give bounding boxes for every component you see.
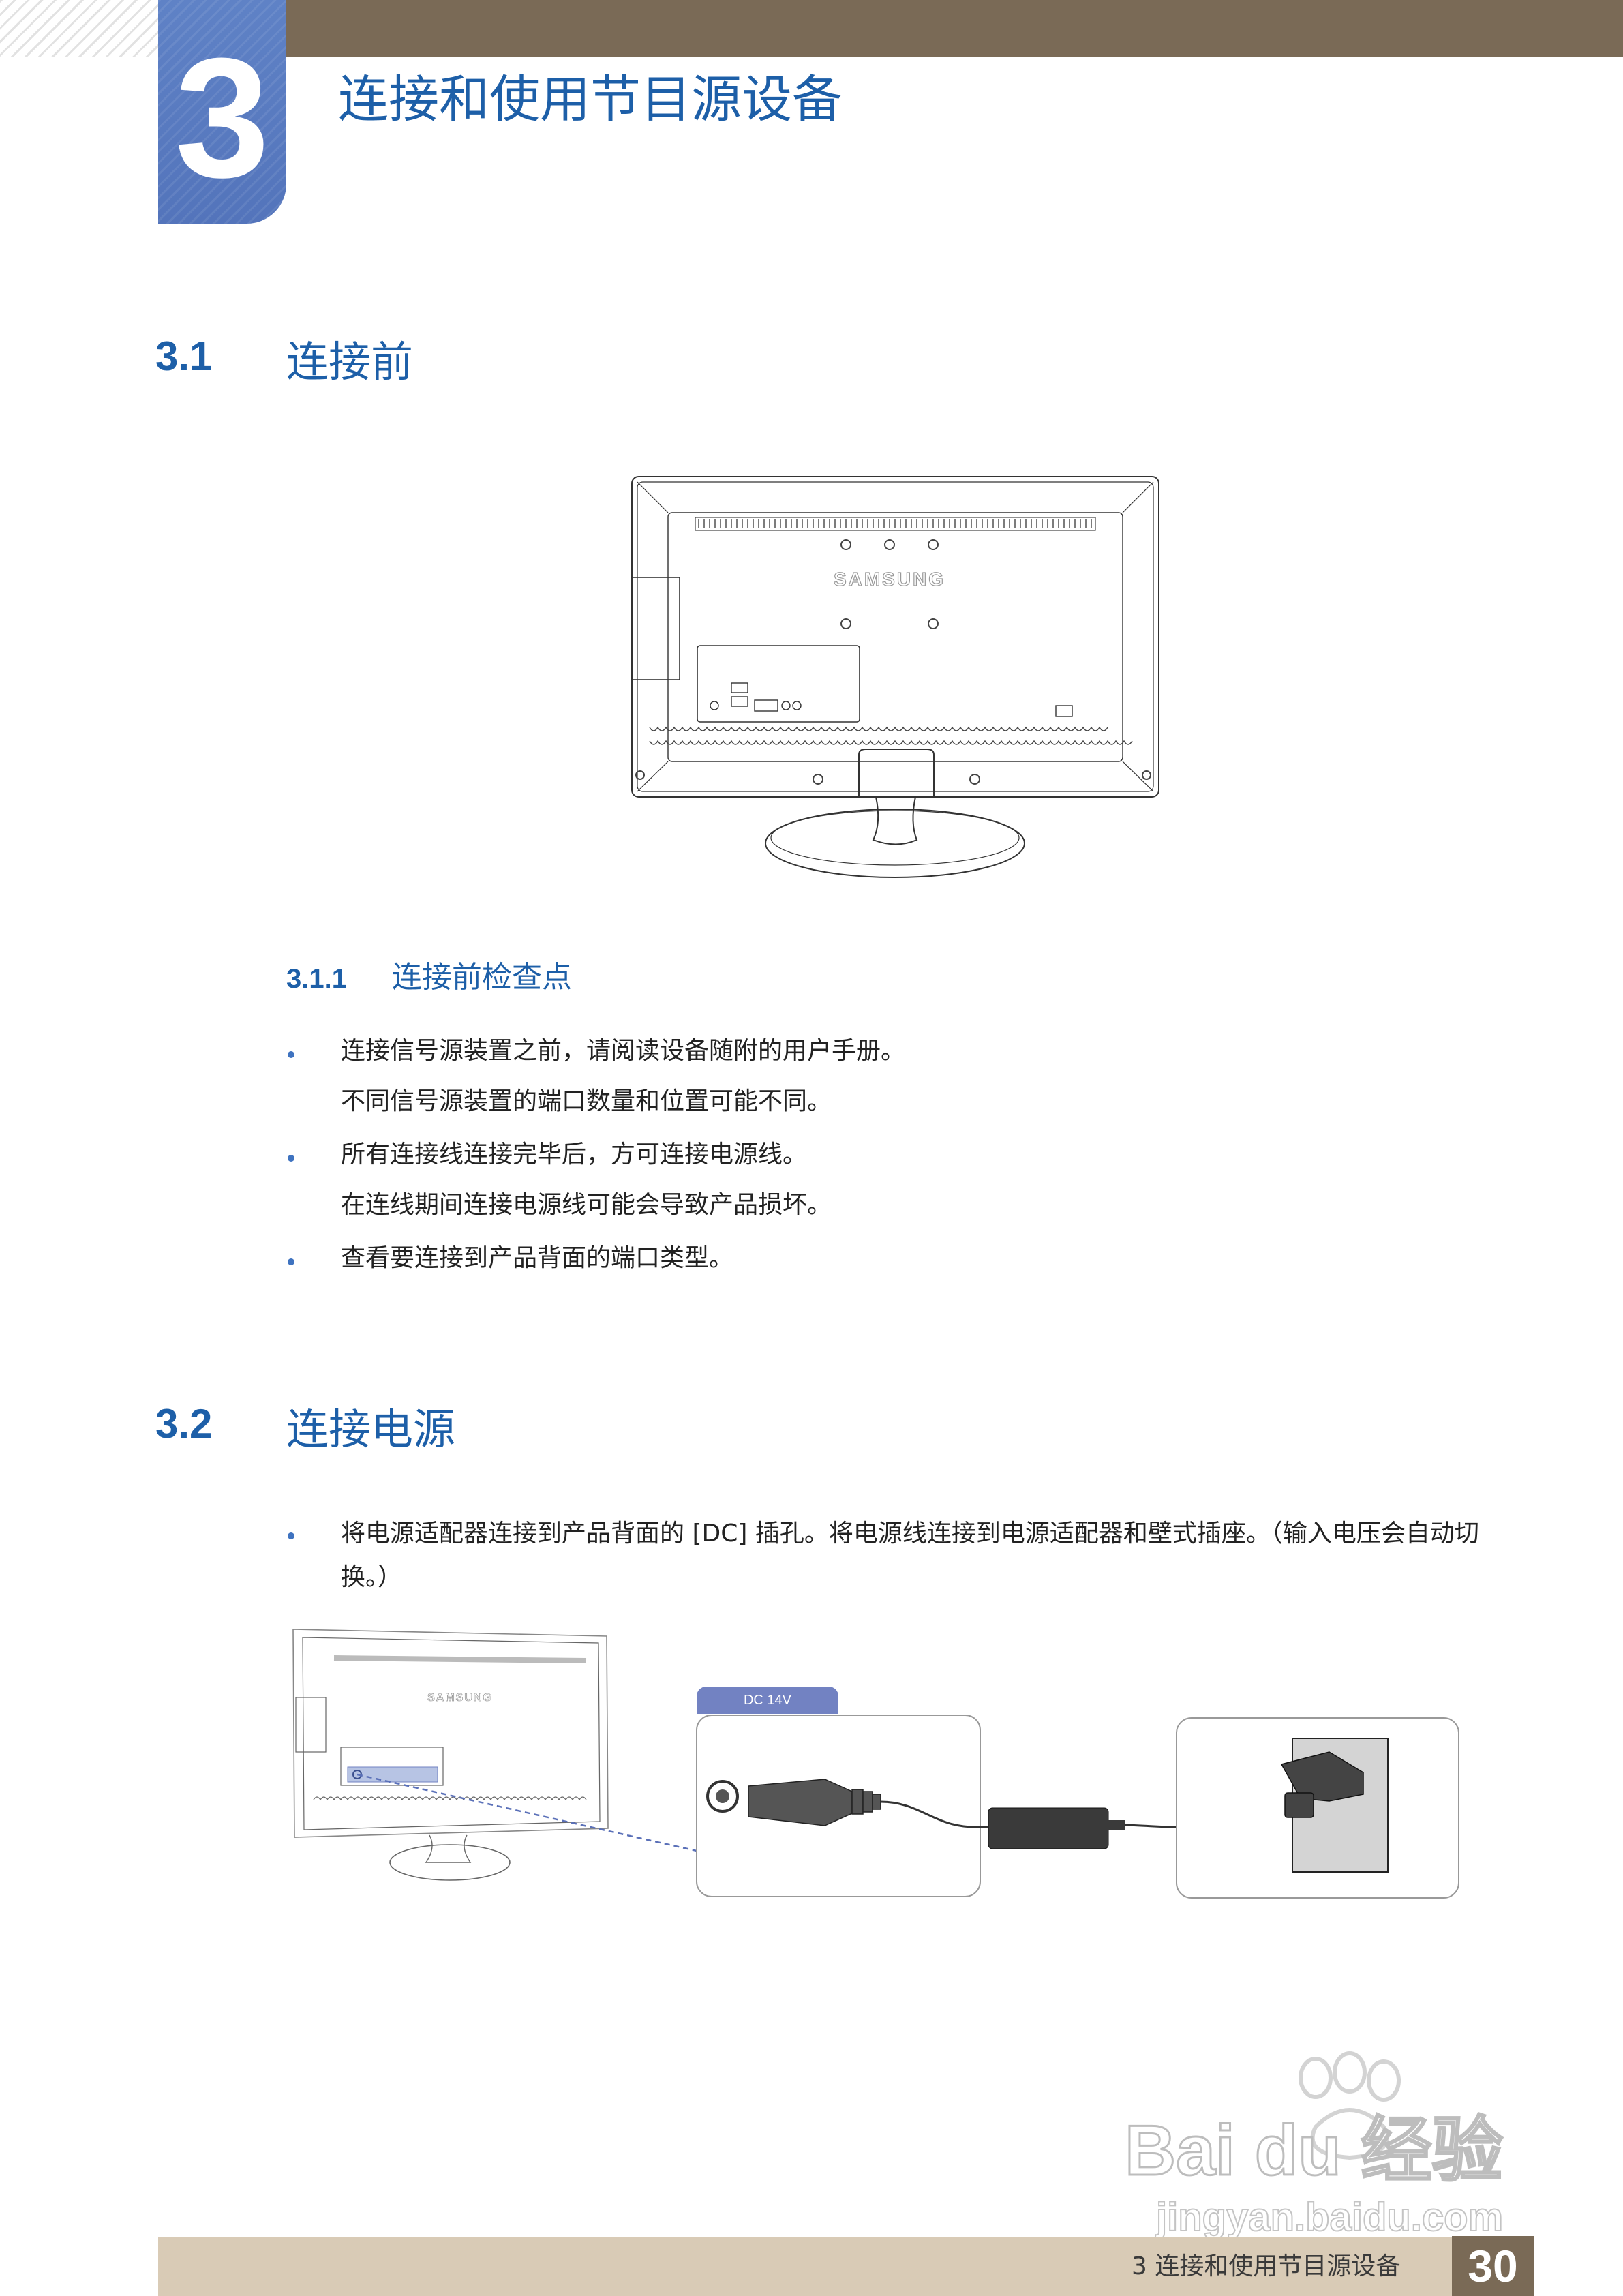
port-panel xyxy=(710,682,1073,717)
leader-line xyxy=(357,1773,697,1852)
chapter-title: 连接和使用节目源设备 xyxy=(338,70,843,129)
chapter-badge: 3 xyxy=(158,0,286,224)
section-3-2-title: 连接电源 xyxy=(286,1404,456,1454)
bullet-2-line-2: 在连线期间连接电源线可能会导致产品损坏。 xyxy=(341,1191,832,1219)
watermark-url: jingyan.baidu.com xyxy=(1155,2195,1503,2239)
section-3-2-bullet-text: 将电源适配器连接到产品背面的 [DC] 插孔。将电源线连接到电源适配器和壁式插座… xyxy=(341,1520,1479,1591)
subsection-3-1-1-title: 连接前检查点 xyxy=(392,960,572,995)
power-adapter xyxy=(975,1807,1125,1849)
samsung-logo: SAMSUNG xyxy=(834,569,945,590)
footer-chapter-label: 3 连接和使用节目源设备 xyxy=(1132,2252,1401,2280)
dc-plug xyxy=(748,1779,881,1826)
monitor-stand xyxy=(765,749,1025,878)
chapter-number: 3 xyxy=(175,22,270,213)
section-3-1-title: 连接前 xyxy=(286,337,414,387)
watermark-brand: Bai du 经验 xyxy=(1125,2111,1503,2190)
bullet-3-line-1: 查看要连接到产品背面的端口类型。 xyxy=(341,1244,734,1272)
footer-bar xyxy=(158,2237,1508,2296)
vesa-screw-holes xyxy=(635,539,1151,785)
vent-top xyxy=(695,517,1096,531)
header-bar xyxy=(286,0,1623,57)
bullet-dot xyxy=(288,1051,294,1058)
bullet-2-line-1: 所有连接线连接完毕后，方可连接电源线。 xyxy=(341,1141,808,1168)
bullet-dot xyxy=(288,1532,294,1539)
bullet-dot xyxy=(288,1258,294,1265)
dc-port-marker xyxy=(352,1770,362,1779)
bullet-1-line-2: 不同信号源装置的端口数量和位置可能不同。 xyxy=(341,1087,832,1115)
subsection-3-1-1-number: 3.1.1 xyxy=(286,964,347,994)
page-number: 30 xyxy=(1452,2236,1534,2296)
bullet-1-line-1: 连接信号源装置之前，请阅读设备随附的用户手册。 xyxy=(341,1037,906,1065)
power-connection-illustration: SAMSUNG xyxy=(292,1629,1459,1899)
monitor-back-illustration: SAMSUNG xyxy=(631,476,1159,878)
bullet-dot xyxy=(288,1155,294,1162)
section-3-2-number: 3.2 xyxy=(155,1401,213,1447)
header-hatch-pattern xyxy=(0,0,158,57)
vent-bottom xyxy=(649,726,1133,745)
dc-port-label-tab: DC 14V xyxy=(697,1687,838,1714)
section-3-1-number: 3.1 xyxy=(155,333,213,379)
baidu-watermark: Bai du 经验 jingyan.baidu.com xyxy=(1111,2038,1547,2243)
samsung-logo-small: SAMSUNG xyxy=(427,1692,493,1704)
wall-plug xyxy=(1280,1751,1364,1818)
